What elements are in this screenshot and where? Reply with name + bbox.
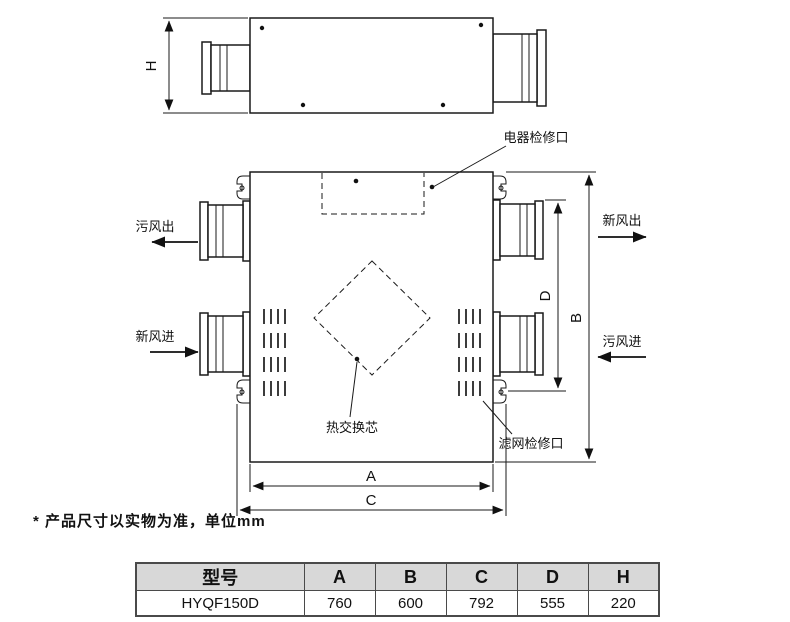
cell-D: 555: [516, 590, 589, 617]
header-model: 型号: [135, 562, 305, 591]
side-view-right-duct: [492, 29, 547, 107]
screw-icon: [300, 102, 306, 108]
dimension-H-label: H: [143, 61, 160, 72]
dimension-D-label: D: [537, 290, 554, 301]
electrical-access-outline: [321, 173, 425, 215]
technical-diagram: H: [135, 17, 647, 516]
port-fresh-air-out: [492, 199, 544, 261]
fresh-air-out-label: 新风出: [602, 213, 641, 228]
heat-exchange-core-outline: [313, 260, 431, 376]
callout-electrical-access: 电器检修口: [432, 130, 569, 188]
header-H: H: [587, 562, 660, 591]
dimension-B-label: B: [568, 313, 585, 323]
screw-icon: [478, 22, 484, 28]
screw-icon: [429, 184, 435, 190]
electrical-access-label: 电器检修口: [503, 130, 568, 145]
grille-left: [263, 309, 286, 401]
table-header-row: 型号 A B C D H: [135, 562, 660, 591]
port-fresh-air-in: [199, 311, 251, 377]
side-view-left-duct: [201, 41, 251, 95]
header-C: C: [445, 562, 518, 591]
dimension-table: 型号 A B C D H HYQF150D 760 600 792 555 22…: [135, 562, 660, 617]
units-note: * 产品尺寸以实物为准，单位mm: [33, 513, 266, 530]
heat-exchange-core-label: 热交换芯: [326, 420, 378, 435]
header-D: D: [516, 562, 589, 591]
screw-icon: [353, 178, 359, 184]
cell-B: 600: [374, 590, 447, 617]
callout-filter-access: 滤网检修口: [482, 400, 564, 451]
fresh-air-in-label: 新风进: [135, 329, 174, 344]
flow-fresh-air-out: 新风出: [598, 213, 647, 243]
plan-view: 电器检修口 热交换芯 滤网检修口 污风出 新风进 新风出: [135, 130, 647, 516]
cell-A: 760: [303, 590, 376, 617]
dirty-air-in-label: 污风进: [602, 334, 641, 349]
cell-H: 220: [587, 590, 660, 617]
core-screw-icon: [354, 356, 360, 362]
dimension-A: A: [249, 464, 494, 492]
dimension-D: D: [508, 199, 566, 392]
side-view-body: [249, 17, 494, 114]
dimension-C-label: C: [366, 492, 377, 509]
screw-icon: [440, 102, 446, 108]
plan-view-body: [249, 171, 494, 463]
port-dirty-air-in: [492, 311, 544, 377]
dimension-B: B: [495, 171, 596, 463]
filter-access-label: 滤网检修口: [498, 436, 563, 451]
dimension-H: H: [143, 17, 248, 114]
cell-model: HYQF150D: [135, 590, 305, 617]
grille-right: [458, 309, 481, 401]
side-view: H: [143, 17, 547, 114]
flow-dirty-air-out: 污风出: [135, 219, 198, 248]
dimension-A-label: A: [366, 468, 376, 485]
mounting-brackets: [236, 175, 507, 404]
screw-icon: [259, 25, 265, 31]
port-dirty-air-out: [199, 200, 251, 262]
dirty-air-out-label: 污风出: [135, 219, 174, 234]
flow-fresh-air-in: 新风进: [135, 329, 199, 358]
header-A: A: [303, 562, 376, 591]
dimension-C: C: [236, 404, 507, 516]
flow-dirty-air-in: 污风进: [597, 334, 646, 363]
cell-C: 792: [445, 590, 518, 617]
callout-heat-exchange-core: 热交换芯: [326, 361, 378, 435]
table-row: HYQF150D 760 600 792 555 220: [135, 590, 660, 617]
header-B: B: [374, 562, 447, 591]
